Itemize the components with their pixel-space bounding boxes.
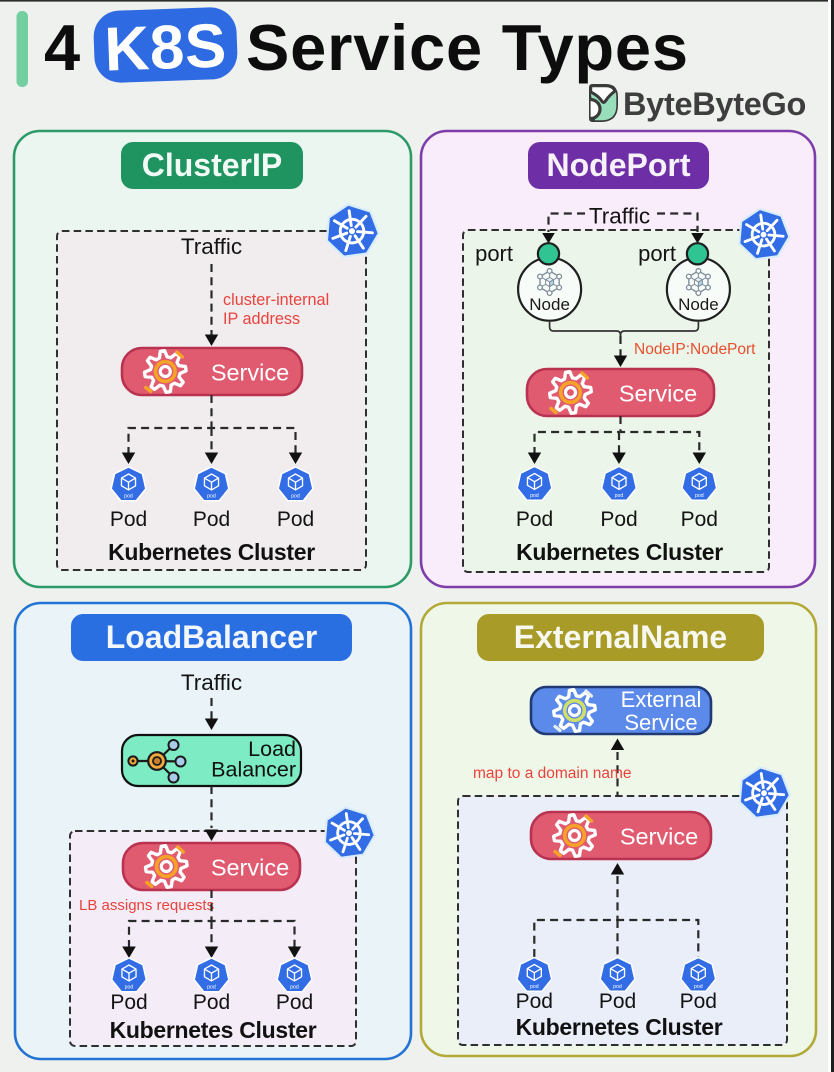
svg-text:Pod: Pod <box>193 508 230 531</box>
svg-text:Kubernetes Cluster: Kubernetes Cluster <box>110 1017 317 1043</box>
svg-text:Pod: Pod <box>110 508 147 531</box>
svg-text:Pod: Pod <box>599 990 636 1013</box>
svg-text:Node: Node <box>529 295 570 314</box>
svg-text:Traffic: Traffic <box>181 234 242 259</box>
svg-text:Load: Load <box>248 737 296 761</box>
svg-text:Service: Service <box>620 824 698 850</box>
svg-text:Kubernetes Cluster: Kubernetes Cluster <box>108 539 315 565</box>
svg-text:External: External <box>621 687 702 712</box>
svg-text:ByteByteGo: ByteByteGo <box>623 86 806 122</box>
svg-text:Kubernetes Cluster: Kubernetes Cluster <box>516 1014 723 1040</box>
svg-text:Pod: Pod <box>680 990 717 1013</box>
svg-text:Service: Service <box>619 381 697 407</box>
svg-text:Pod: Pod <box>193 991 230 1014</box>
svg-text:Service Types: Service Types <box>246 11 689 84</box>
svg-text:cluster-internal: cluster-internal <box>223 291 329 309</box>
svg-text:port: port <box>638 241 676 266</box>
svg-text:K8S: K8S <box>103 11 227 84</box>
svg-text:IP address: IP address <box>223 310 300 328</box>
svg-text:Traffic: Traffic <box>181 670 242 695</box>
svg-text:NodeIP:NodePort: NodeIP:NodePort <box>634 341 756 358</box>
svg-text:NodePort: NodePort <box>547 147 691 183</box>
svg-text:Service: Service <box>211 360 289 386</box>
svg-text:Pod: Pod <box>600 508 637 531</box>
svg-text:Pod: Pod <box>276 991 313 1014</box>
svg-text:Service: Service <box>211 855 289 881</box>
svg-text:ExternalName: ExternalName <box>514 619 727 655</box>
svg-text:port: port <box>475 241 513 266</box>
svg-text:Balancer: Balancer <box>211 758 296 782</box>
svg-text:map to a domain name: map to a domain name <box>473 765 632 782</box>
svg-text:Pod: Pod <box>110 991 147 1014</box>
svg-text:Traffic: Traffic <box>589 204 650 229</box>
svg-text:ClusterIP: ClusterIP <box>142 147 282 183</box>
svg-text:LB assigns requests: LB assigns requests <box>79 897 214 914</box>
svg-text:Kubernetes Cluster: Kubernetes Cluster <box>516 539 723 565</box>
svg-text:4: 4 <box>44 11 80 84</box>
svg-text:Pod: Pod <box>681 508 718 531</box>
svg-text:LoadBalancer: LoadBalancer <box>106 619 318 655</box>
svg-text:Service: Service <box>624 710 697 735</box>
svg-text:Pod: Pod <box>516 990 553 1013</box>
svg-text:Node: Node <box>678 295 719 314</box>
svg-text:Pod: Pod <box>277 508 314 531</box>
svg-text:Pod: Pod <box>516 508 553 531</box>
